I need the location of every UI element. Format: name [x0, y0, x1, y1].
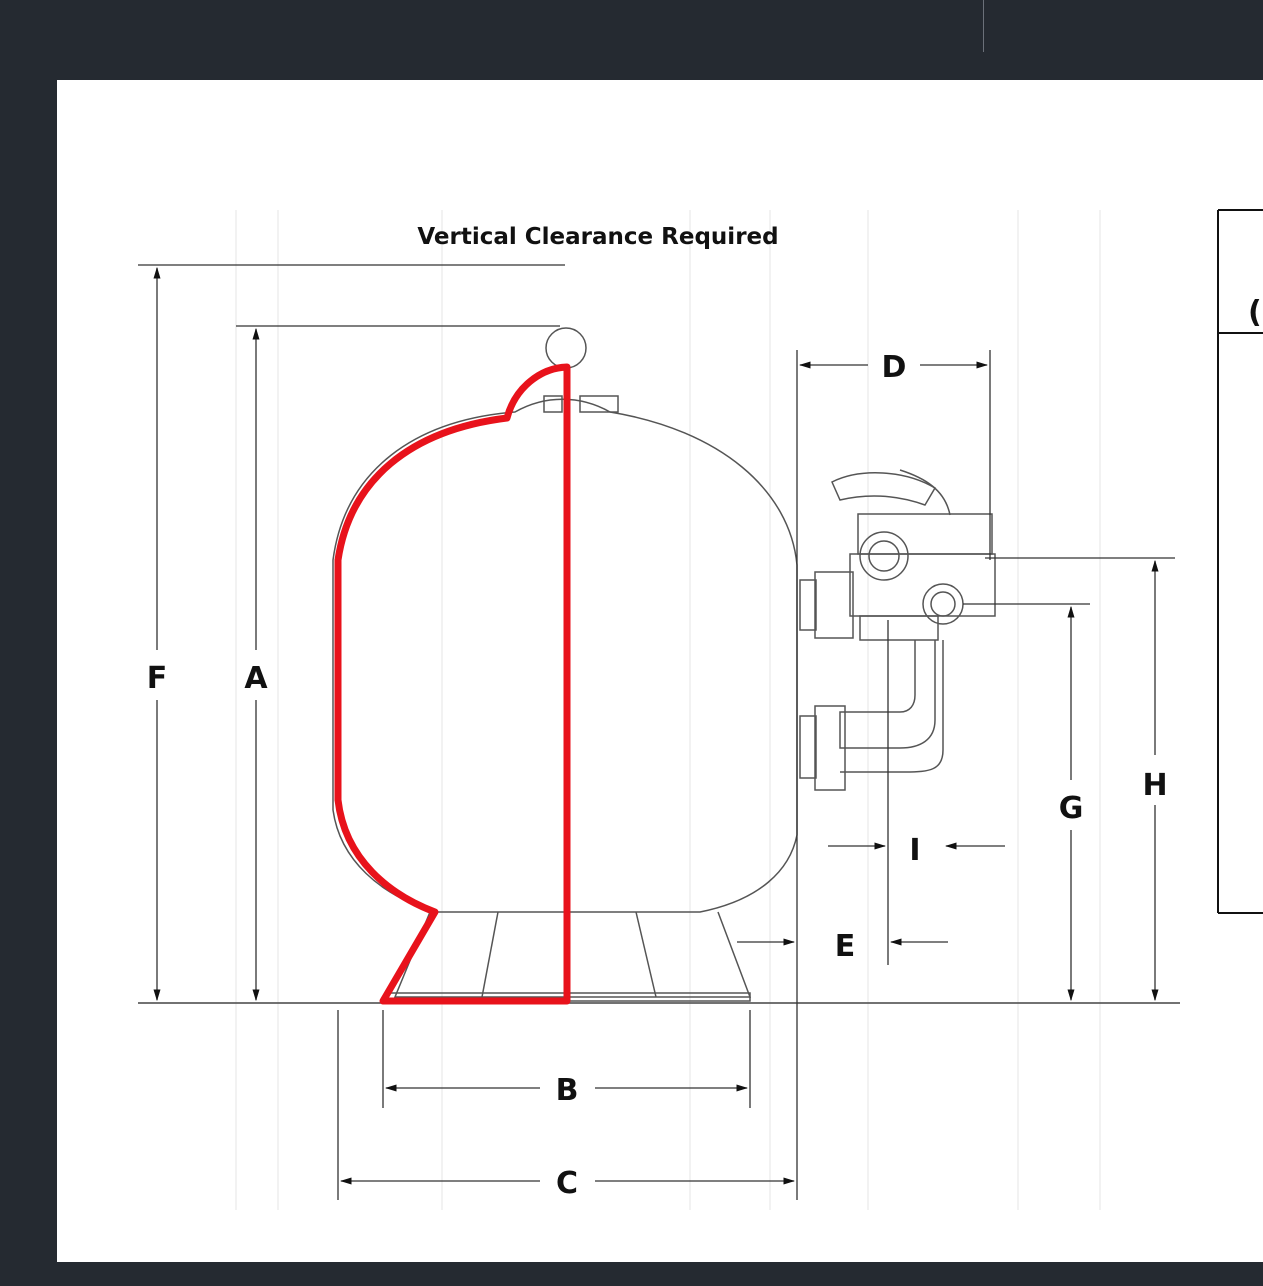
- vertical-clearance-caption: Vertical Clearance Required: [417, 224, 778, 250]
- label-e: E: [835, 929, 856, 964]
- dimension-h: [985, 557, 1175, 1002]
- label-f: F: [147, 661, 168, 696]
- dimension-d: [798, 350, 991, 560]
- label-a: A: [244, 661, 268, 696]
- toolbar-divider: [983, 0, 984, 52]
- image-canvas: [57, 80, 1263, 1262]
- label-c: C: [556, 1166, 578, 1201]
- table-header-text: (: [1248, 295, 1262, 330]
- dimension-f: [138, 264, 565, 1002]
- label-i: I: [909, 833, 920, 868]
- multiport-valve: [799, 469, 996, 791]
- label-d: D: [882, 350, 907, 385]
- label-h: H: [1142, 768, 1167, 803]
- dimension-table-fragment: (: [1217, 209, 1263, 914]
- label-b: B: [556, 1073, 579, 1108]
- dimension-c: [337, 350, 798, 1200]
- dimension-a: [236, 325, 560, 1002]
- dimension-g: [963, 603, 1090, 1002]
- guide-lines: [235, 210, 1101, 1210]
- top-bar: [0, 0, 1263, 80]
- dimension-b: [382, 1010, 751, 1108]
- highlight-outline: [334, 363, 571, 1005]
- label-g: G: [1059, 791, 1084, 826]
- dimension-e: [737, 620, 948, 965]
- bottom-strip: [0, 1262, 1263, 1286]
